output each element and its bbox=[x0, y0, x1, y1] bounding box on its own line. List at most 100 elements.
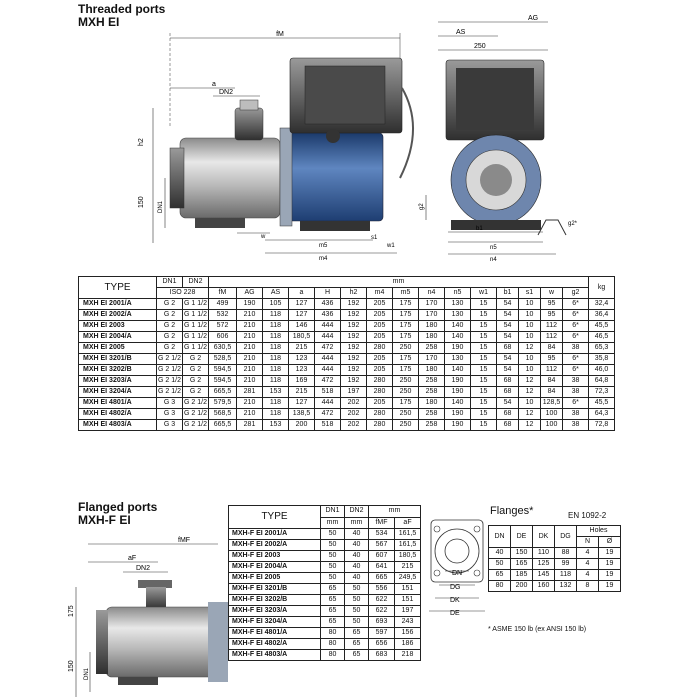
table-cell: G 2 bbox=[156, 298, 183, 310]
table-cell: 472 bbox=[314, 342, 341, 354]
flange-label-dg: DG bbox=[450, 584, 461, 591]
table-cell: 15 bbox=[470, 320, 497, 332]
table-cell: 210 bbox=[236, 375, 263, 387]
row-type: MXH-F EI 3203/A bbox=[228, 605, 321, 617]
table-cell: 15 bbox=[470, 364, 497, 376]
table-cell: 597 bbox=[368, 627, 395, 639]
flanges-col-dk: DK bbox=[532, 525, 555, 548]
table-cell: 145 bbox=[532, 569, 555, 581]
table-cell: 258 bbox=[418, 386, 445, 398]
table-cell: 444 bbox=[314, 320, 341, 332]
flanges-col-de: DE bbox=[510, 525, 533, 548]
table-cell: 6* bbox=[561, 397, 590, 409]
table-cell: 6* bbox=[561, 353, 590, 365]
col-dn1: DN1 bbox=[156, 276, 183, 288]
table-cell: 19 bbox=[598, 558, 621, 570]
table-cell: 35,8 bbox=[588, 353, 616, 365]
table-cell: 125 bbox=[532, 558, 555, 570]
dim-m4: m4 bbox=[319, 256, 328, 262]
table-cell: 118 bbox=[262, 320, 289, 332]
table-cell: 258 bbox=[418, 408, 445, 420]
row-type: MXH EI 4801/A bbox=[78, 397, 157, 409]
table-cell: G 3 bbox=[156, 419, 183, 431]
table-cell: 40 bbox=[344, 561, 369, 573]
table-cell: 99 bbox=[554, 558, 577, 570]
table-cell: 6* bbox=[561, 298, 590, 310]
table-cell: 64,8 bbox=[588, 375, 616, 387]
table-cell: 472 bbox=[314, 408, 341, 420]
table-cell: 84 bbox=[540, 342, 563, 354]
table-cell: 46,5 bbox=[588, 331, 616, 343]
table-cell: 132 bbox=[554, 580, 577, 592]
table-cell: 518 bbox=[314, 386, 341, 398]
dim-150-f: 150 bbox=[68, 660, 75, 672]
table-cell: 190 bbox=[444, 408, 471, 420]
table-cell: 54 bbox=[496, 331, 519, 343]
table-cell: 258 bbox=[418, 342, 445, 354]
table-cell: 118 bbox=[262, 408, 289, 420]
table-cell: 72,8 bbox=[588, 419, 616, 431]
table-cell: 65 bbox=[320, 605, 345, 617]
table-cell: 54 bbox=[496, 353, 519, 365]
table-cell: 205 bbox=[366, 364, 393, 376]
flanges-footnote: * ASME 150 lb (ex ANSI 150 lb) bbox=[488, 626, 587, 633]
table-cell: 65 bbox=[344, 649, 369, 661]
row-type: MXH-F EI 2001/A bbox=[228, 528, 321, 540]
table-cell: 10 bbox=[518, 364, 541, 376]
dim-dn2-f: DN2 bbox=[136, 565, 150, 572]
table-cell: 160 bbox=[532, 580, 555, 592]
table-cell: 258 bbox=[418, 419, 445, 431]
flanges-col-dn: DN bbox=[488, 525, 511, 548]
table-cell: 80 bbox=[320, 627, 345, 639]
table-cell: 192 bbox=[340, 309, 367, 321]
dim-n5: n5 bbox=[490, 245, 497, 251]
table-cell: 15 bbox=[470, 353, 497, 365]
table-cell: 192 bbox=[340, 353, 367, 365]
table-cell: 150 bbox=[510, 547, 533, 559]
dim-af: aF bbox=[128, 555, 136, 562]
row-type: MXH-F EI 4802/A bbox=[228, 638, 321, 650]
table-cell: 118 bbox=[262, 397, 289, 409]
table-cell: 281 bbox=[236, 386, 263, 398]
table-cell: 169 bbox=[288, 375, 315, 387]
table-cell: 80 bbox=[488, 580, 511, 592]
table-cell: 205 bbox=[366, 353, 393, 365]
table-cell: 38 bbox=[561, 375, 590, 387]
table-cell: 19 bbox=[598, 547, 621, 559]
dim-as: AS bbox=[456, 29, 466, 36]
table-cell: 105 bbox=[262, 298, 289, 310]
table-cell: 192 bbox=[340, 375, 367, 387]
row-type: MXH EI 3201/B bbox=[78, 353, 157, 365]
row-type: MXH-F EI 2003 bbox=[228, 550, 321, 562]
flange-label-de: DE bbox=[450, 610, 460, 617]
table-cell: 50 bbox=[320, 572, 345, 584]
flanged-title: Flanged ports MXH-F EI bbox=[78, 500, 158, 527]
table-cell: 567 bbox=[368, 539, 395, 551]
table-cell: 4 bbox=[576, 547, 599, 559]
threaded-front-view-drawing: AG AS 250 g2 b1 n5 n4 g2* bbox=[419, 15, 578, 263]
table-cell: 161,5 bbox=[393, 539, 422, 551]
table-cell: 12 bbox=[518, 408, 541, 420]
f-col-mm: mm bbox=[367, 505, 422, 518]
col-w: w bbox=[540, 287, 563, 299]
table-cell: 444 bbox=[314, 364, 341, 376]
table-cell: 80 bbox=[320, 649, 345, 661]
table-cell: 568,5 bbox=[208, 408, 237, 420]
table-cell: 95 bbox=[540, 309, 563, 321]
table-cell: 606 bbox=[208, 331, 237, 343]
table-cell: 190 bbox=[444, 342, 471, 354]
table-cell: G 2 bbox=[182, 353, 209, 365]
table-cell: 12 bbox=[518, 342, 541, 354]
table-cell: 127 bbox=[288, 298, 315, 310]
flanged-side-view-drawing: fMF aF DN2 175 150 DN1 bbox=[68, 537, 228, 697]
table-cell: 436 bbox=[314, 298, 341, 310]
